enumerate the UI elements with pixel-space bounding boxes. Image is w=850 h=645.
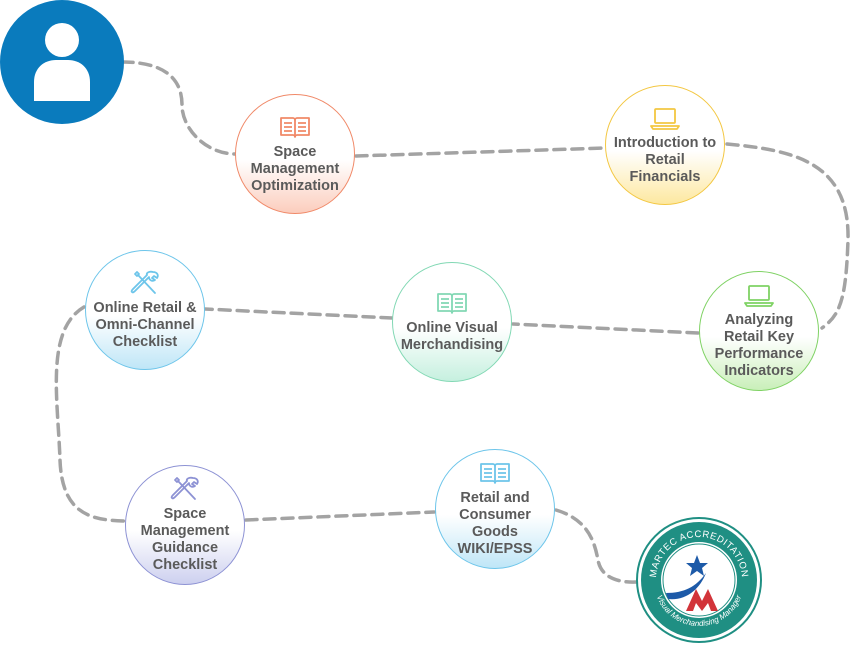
path-segment-visual-merchandising-to-checklist: [203, 307, 394, 320]
user-avatar[interactable]: [0, 0, 124, 124]
node-label: Analyzing Retail Key Performance Indicat…: [714, 312, 804, 379]
badge-star: [686, 555, 708, 576]
user-icon: [34, 23, 90, 101]
book-icon: [480, 463, 510, 484]
node-analyzing-retail-kpis[interactable]: Analyzing Retail Key Performance Indicat…: [699, 271, 819, 391]
node-label: Introduction to Retail Financials: [613, 134, 717, 185]
path-segment-space-management-to-financials: [354, 146, 607, 158]
laptop-icon: [744, 285, 774, 307]
node-space-management-guidance-checklist[interactable]: Space Management Guidance Checklist: [125, 465, 245, 585]
path-segment-financials-to-kpis: [725, 142, 850, 330]
node-label: Online Retail & Omni-Channel Checklist: [93, 299, 197, 350]
path-segment-wiki-to-badge: [554, 508, 639, 584]
node-retail-consumer-goods-wiki[interactable]: Retail and Consumer Goods WIKI/EPSS: [435, 449, 555, 569]
book-icon: [280, 116, 310, 138]
laptop-icon: [650, 107, 680, 130]
badge-swoosh: [666, 573, 706, 600]
node-online-retail-checklist[interactable]: Online Retail & Omni-Channel Checklist: [85, 250, 205, 370]
tools-icon: [170, 476, 199, 500]
accreditation-badge-icon[interactable]: MARTEC ACCREDITATION Visual Merchandisin…: [634, 515, 764, 645]
path-segment-guidance-to-wiki: [244, 510, 436, 522]
node-introduction-to-retail-financials[interactable]: Introduction to Retail Financials: [605, 85, 725, 205]
node-online-visual-merchandising[interactable]: Online Visual Merchandising: [392, 262, 512, 382]
node-label: Online Visual Merchandising: [400, 320, 504, 353]
path-segment-checklist-to-guidance: [54, 305, 126, 523]
path-segment-avatar-to-space-management: [120, 60, 238, 156]
node-label: Retail and Consumer Goods WIKI/EPSS: [457, 490, 533, 557]
node-space-management-optimization[interactable]: Space Management Optimization: [235, 94, 355, 214]
book-icon: [437, 293, 467, 314]
path-segment-kpis-to-visual-merchandising: [511, 322, 700, 335]
badge-logo: [686, 589, 718, 611]
node-label: Space Management Optimization: [250, 143, 340, 194]
tools-icon: [130, 270, 159, 294]
node-label: Space Management Guidance Checklist: [140, 506, 230, 573]
